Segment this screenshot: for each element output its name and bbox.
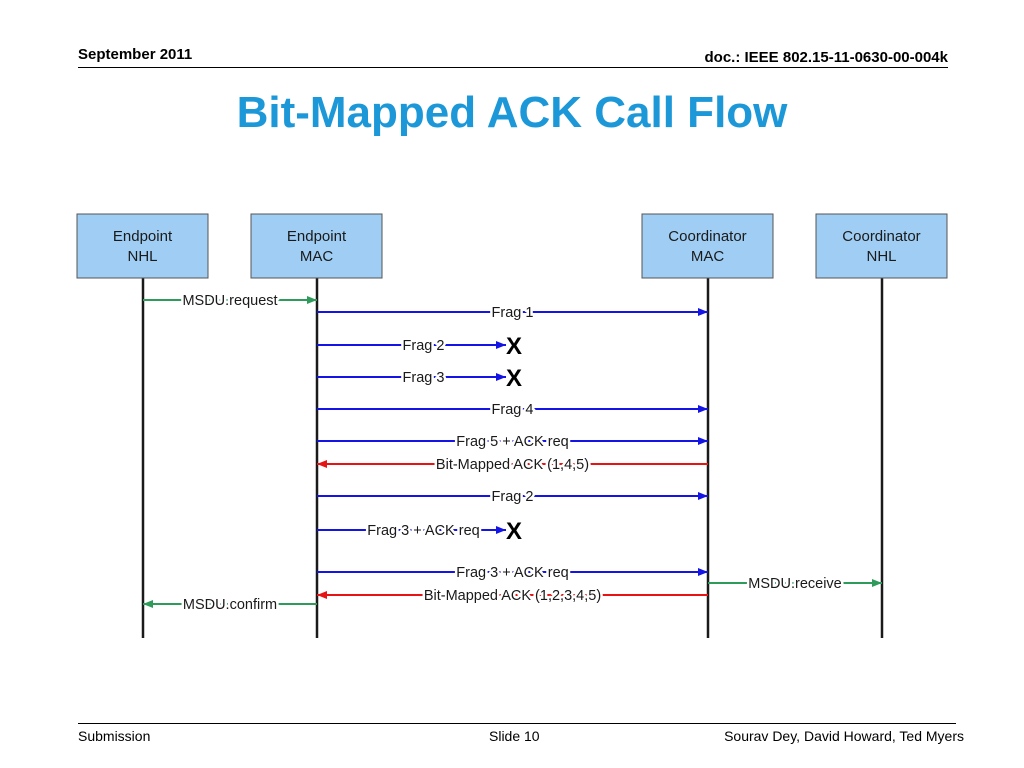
message-label: MSDU.receive — [748, 576, 841, 592]
message-label: Frag 3 + ACK req — [456, 565, 568, 581]
lost-frame-marker: X — [506, 365, 522, 392]
message-1: Frag 1 — [317, 303, 708, 324]
message-6: Bit-Mapped ACK (1,4,5) — [317, 455, 708, 476]
entity-name-line1: Endpoint — [287, 228, 347, 245]
message-2: Frag 2 X — [317, 333, 522, 360]
message-label: MSDU.confirm — [183, 597, 277, 613]
footer-divider — [78, 723, 956, 724]
slide-title: Bit-Mapped ACK Call Flow — [236, 88, 788, 137]
message-4: Frag 4 — [317, 400, 708, 421]
entity-name-line1: Endpoint — [113, 228, 173, 245]
lifelines — [141, 278, 884, 638]
entity-name-line2: MAC — [691, 248, 725, 265]
entity-name-line1: Coordinator — [668, 228, 746, 245]
entity-name-line2: MAC — [300, 248, 334, 265]
header-doc-id: doc.: IEEE 802.15-11-0630-00-004k — [704, 49, 949, 66]
message-7: Frag 2 — [317, 487, 708, 508]
message-10: MSDU.receive — [708, 574, 882, 595]
entity-name-line2: NHL — [866, 248, 896, 265]
message-label: Frag 3 + ACK req — [367, 523, 479, 539]
footer-authors: Sourav Dey, David Howard, Ted Myers — [724, 728, 964, 744]
message-label: Frag 1 — [492, 305, 534, 321]
footer-slide-number: Slide 10 — [489, 728, 540, 744]
lost-frame-marker: X — [506, 333, 522, 360]
message-11: Bit-Mapped ACK (1,2,3,4,5) — [317, 586, 708, 607]
message-5: Frag 5 + ACK req — [317, 432, 708, 453]
message-8: Frag 3 + ACK req X — [317, 518, 522, 545]
footer-submission: Submission — [78, 728, 151, 744]
message-label: MSDU.request — [182, 293, 277, 309]
entity-name-line1: Coordinator — [842, 228, 920, 245]
message-label: Frag 3 — [403, 370, 445, 386]
header-divider — [78, 67, 948, 68]
message-label: Bit-Mapped ACK (1,4,5) — [436, 457, 589, 473]
message-label: Frag 5 + ACK req — [456, 434, 568, 450]
entity-boxes: EndpointNHLEndpointMACCoordinatorMACCoor… — [76, 213, 948, 279]
entity-name-line2: NHL — [127, 248, 157, 265]
message-label: Frag 2 — [403, 338, 445, 354]
message-label: Bit-Mapped ACK (1,2,3,4,5) — [424, 588, 601, 604]
message-0: MSDU.request — [143, 291, 317, 312]
lost-frame-marker: X — [506, 518, 522, 545]
message-3: Frag 3 X — [317, 365, 522, 392]
header-date: September 2011 — [78, 46, 193, 63]
message-12: MSDU.confirm — [143, 595, 317, 616]
message-9: Frag 3 + ACK req — [317, 563, 708, 584]
message-label: Frag 4 — [492, 402, 534, 418]
message-label: Frag 2 — [492, 489, 534, 505]
